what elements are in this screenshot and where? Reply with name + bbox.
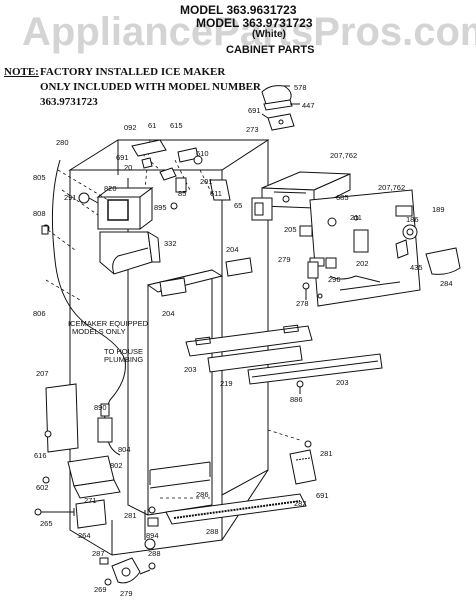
callout-890: 890 (94, 403, 107, 412)
callout-282: 282 (294, 499, 307, 508)
callout-265: 265 (40, 519, 53, 528)
callout-219: 219 (220, 379, 233, 388)
callout-291: 291 (64, 193, 77, 202)
note-line-1: FACTORY INSTALLED ICE MAKER (40, 66, 226, 78)
water-line (51, 159, 126, 456)
callout-296: 296 (328, 275, 341, 284)
callout-202: 202 (356, 259, 369, 268)
watermark: AppliancePartsPros.com (22, 10, 476, 54)
callout-616: 616 (34, 451, 47, 460)
icemaker-label-2: MODELS ONLY (72, 327, 126, 336)
callout-271: 271 (84, 496, 97, 505)
callout-279-a: 279 (278, 255, 291, 264)
fasteners (41, 202, 323, 394)
note-line-2: ONLY INCLUDED WITH MODEL NUMBER (40, 81, 261, 93)
icemaker-assembly (78, 187, 161, 275)
callout-691: 691 (248, 106, 261, 115)
plumbing-label-1: TO HOUSE (104, 347, 143, 356)
callout-201: 201 (200, 177, 213, 186)
base-grille (99, 440, 317, 586)
callout-65: 65 (234, 201, 242, 210)
top-hinge-parts (261, 85, 300, 131)
icemaker-label-1: ICEMAKER EQUIPPED (68, 319, 149, 328)
callout-286: 286 (196, 490, 209, 499)
callout-269: 269 (94, 585, 107, 594)
callout-207: 207 (36, 369, 49, 378)
callout-204-b: 204 (162, 309, 175, 318)
control-panel (299, 189, 461, 307)
callout-691-b: 691 (116, 153, 129, 162)
callout-280: 280 (56, 138, 69, 147)
callout-610: 610 (196, 149, 209, 158)
callout-281-b: 281 (124, 511, 137, 520)
color-note: (White) (252, 29, 286, 40)
callout-189: 189 (432, 205, 445, 214)
callout-288-b: 288 (148, 549, 161, 558)
callout-602: 602 (36, 483, 49, 492)
model-title-2: MODEL 363.9731723 (196, 16, 313, 30)
callout-numbers: 578 447 691 273 092 61 615 691 610 201 8… (33, 83, 453, 598)
callout-288: 288 (206, 527, 219, 536)
callout-279-b: 279 (120, 589, 133, 598)
model-title-1: MODEL 363.9631723 (180, 3, 297, 17)
callout-278: 278 (296, 299, 309, 308)
callout-806: 806 (33, 309, 46, 318)
note-label: NOTE: (4, 66, 39, 78)
callout-203-b: 203 (336, 378, 349, 387)
cabinet-top-parts (131, 139, 231, 201)
note-line-3: 363.9731723 (40, 96, 98, 108)
callout-447: 447 (302, 101, 315, 110)
callout-691-c: 691 (316, 491, 329, 500)
callout-284: 284 (440, 279, 453, 288)
callout-85: 85 (178, 189, 186, 198)
section-title: CABINET PARTS (226, 44, 315, 56)
callout-092: 092 (124, 123, 137, 132)
callout-611: 611 (210, 189, 222, 198)
callout-578: 578 (294, 83, 307, 92)
left-side-parts (34, 383, 121, 529)
callout-287: 287 (92, 549, 105, 558)
callout-894: 894 (146, 531, 159, 540)
callout-207-762-b: 207,762 (378, 183, 405, 192)
callout-685: 685 (336, 193, 349, 202)
callout-615: 615 (170, 121, 183, 130)
callout-273: 273 (246, 125, 259, 134)
callout-281-a: 281 (320, 449, 333, 458)
trim-strips (185, 324, 383, 385)
callout-886: 886 (290, 395, 303, 404)
callout-207-762-a: 207,762 (330, 151, 357, 160)
callout-805: 805 (33, 173, 46, 182)
callout-203-a: 203 (184, 365, 197, 374)
callout-895: 895 (154, 203, 167, 212)
brackets (159, 257, 253, 297)
plumbing-label-2: PLUMBING (104, 355, 143, 364)
callout-802: 802 (110, 461, 123, 470)
callout-332: 332 (164, 239, 177, 248)
callout-808: 808 (33, 209, 46, 218)
callout-435: 435 (410, 263, 423, 272)
callout-804: 804 (118, 445, 131, 454)
callout-264: 264 (78, 531, 91, 540)
callout-205: 205 (284, 225, 297, 234)
callout-820: 820 (104, 184, 117, 193)
callout-204-a: 204 (226, 245, 239, 254)
callout-186: 186 (406, 215, 419, 224)
callout-211: 211 (350, 213, 362, 222)
callout-20: 20 (124, 163, 132, 172)
callout-61: 61 (148, 121, 156, 130)
